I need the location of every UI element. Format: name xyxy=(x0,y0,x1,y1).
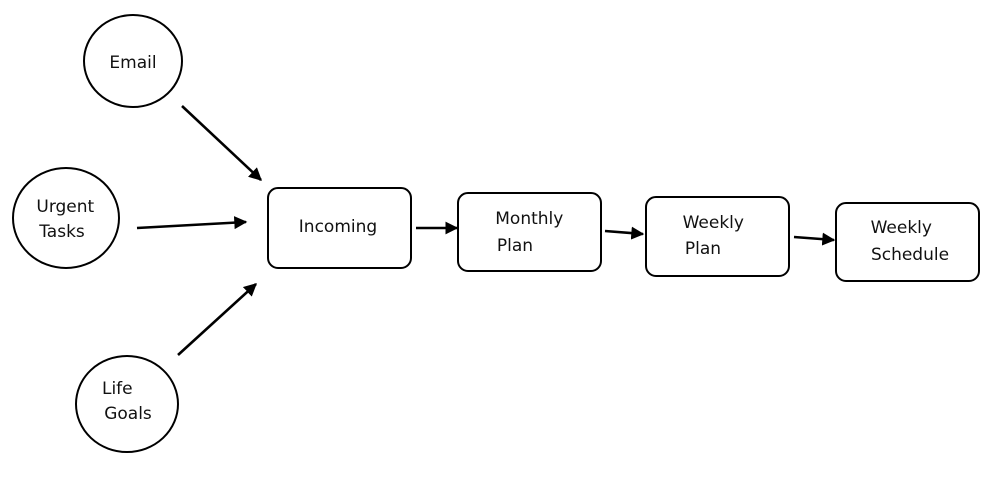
svg-text:Life Goals: Life Goals xyxy=(102,379,152,424)
node-weekly-plan-label-line2: Plan xyxy=(685,239,721,259)
node-urgent-tasks: Urgent Tasks xyxy=(12,167,120,269)
node-incoming-shape xyxy=(267,187,412,269)
svg-text:Urgent Tasks: Urgent Tasks xyxy=(36,197,99,242)
node-weekly-plan-label-line1: Weekly xyxy=(683,213,744,233)
node-email: Email xyxy=(83,14,183,108)
node-urgent-tasks-label-line1: Urgent xyxy=(36,197,94,217)
svg-text:Email: Email xyxy=(109,53,156,73)
edge-weekly-plan-to-weekly-schedule xyxy=(793,232,836,246)
node-life-goals-label-line2: Goals xyxy=(104,404,152,424)
svg-text:Weekly Schedule: Weekly Schedule xyxy=(871,218,949,265)
svg-text:Weekly Plan: Weekly Plan xyxy=(683,213,750,259)
node-monthly-plan-label-line1: Monthly xyxy=(495,209,563,229)
node-monthly-plan-shape xyxy=(457,192,602,272)
node-email-shape xyxy=(83,14,183,108)
edge-email-to-incoming xyxy=(181,105,262,181)
node-weekly-schedule: Weekly Schedule xyxy=(835,202,980,282)
edge-life-goals-to-incoming xyxy=(177,283,257,356)
node-life-goals-label-line1: Life xyxy=(102,379,133,399)
node-monthly-plan: Monthly Plan xyxy=(457,192,602,272)
node-incoming: Incoming xyxy=(267,187,412,269)
node-weekly-plan: Weekly Plan xyxy=(645,196,790,277)
svg-text:Monthly Plan: Monthly Plan xyxy=(495,209,568,256)
node-weekly-schedule-label-line1: Weekly xyxy=(871,218,932,238)
node-weekly-schedule-label-line2: Schedule xyxy=(871,245,949,265)
node-urgent-tasks-label-line2: Tasks xyxy=(38,222,85,242)
node-monthly-plan-label-line2: Plan xyxy=(497,236,533,256)
node-email-label: Email xyxy=(109,53,156,73)
svg-text:Incoming: Incoming xyxy=(299,217,377,237)
node-weekly-schedule-shape xyxy=(835,202,980,282)
node-weekly-plan-shape xyxy=(645,196,790,277)
edge-monthly-plan-to-weekly-plan xyxy=(604,226,645,240)
node-life-goals: Life Goals xyxy=(75,355,179,453)
edge-urgent-tasks-to-incoming xyxy=(136,216,248,230)
node-incoming-label: Incoming xyxy=(299,217,377,237)
node-life-goals-shape xyxy=(75,355,179,453)
node-urgent-tasks-shape xyxy=(12,167,120,269)
